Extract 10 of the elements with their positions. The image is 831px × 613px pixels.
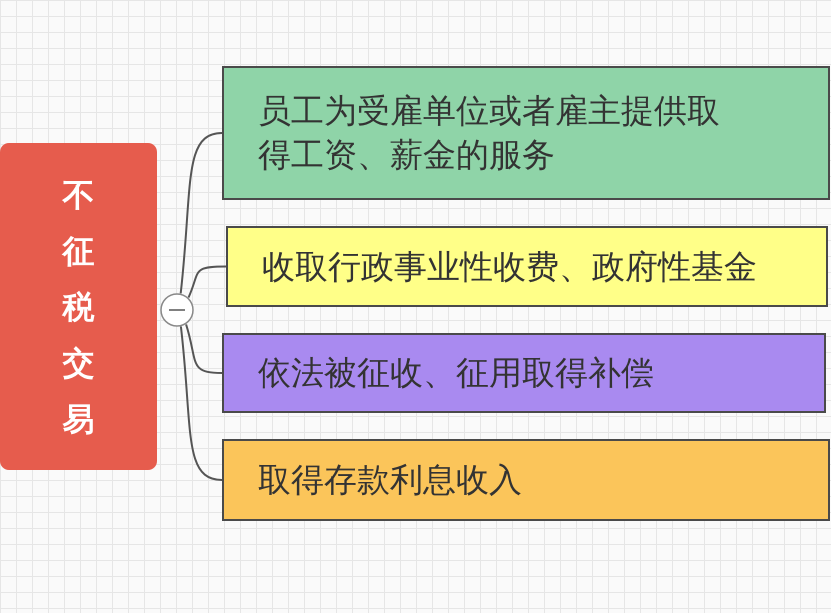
branch-box: 依法被征收、征用取得补偿 [222,333,826,413]
connector-line [180,132,222,294]
branch-box: 员工为受雇单位或者雇主提供取得工资、薪金的服务 [222,66,830,200]
branch-box: 收取行政事业性收费、政府性基金 [226,226,828,307]
connector-line [180,326,222,481]
connector-line [188,266,226,298]
connector-line [185,324,222,374]
branch-box: 取得存款利息收入 [222,439,830,521]
collapse-icon [160,293,194,327]
topic-box: 不征税交易 [0,143,157,470]
